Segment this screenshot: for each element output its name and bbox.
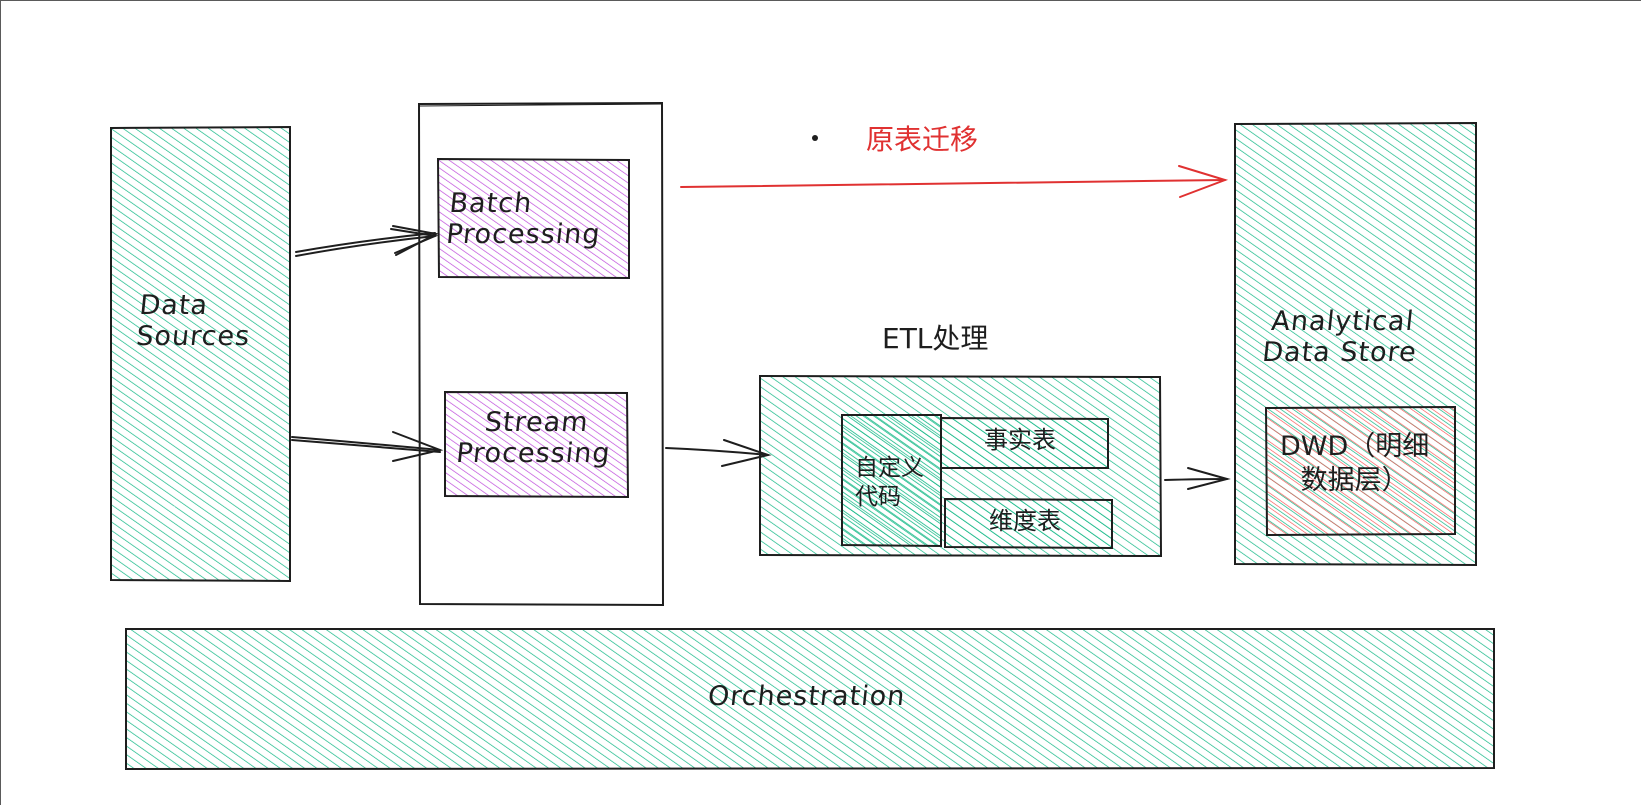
arrow-sources-to-batch [295,225,440,257]
batch-processing-label: Batch Processing [444,188,603,251]
arrow-sources-to-stream [291,431,444,462]
arrow-processing-to-etl [665,439,772,467]
custom-code-box [841,414,942,548]
arrow-migration [680,165,1229,198]
bullet-dot [812,135,818,141]
orchestration-label: Orchestration [706,681,907,712]
stream-processing-box [444,390,630,499]
custom-code-label: 自定义 代码 [855,455,924,510]
batch-processing-box [436,157,630,280]
migration-label: 原表迁移 [866,123,979,156]
data-sources-box [110,125,291,583]
data-sources-label: Data Sources [134,290,252,353]
dimension-table-label: 维度表 [989,507,1061,535]
processing-container [417,101,665,607]
etl-title: ETL处理 [882,322,989,355]
dwd-layer-box [1264,405,1456,537]
analytical-store-label: Analytical Data Store [1260,306,1419,369]
dwd-layer-label: DWD（明细 数据层） [1280,431,1430,496]
stream-processing-label: Stream Processing [454,407,613,470]
fact-table-label: 事实表 [984,426,1056,454]
fact-table-box [940,416,1109,469]
dimension-table-box [944,497,1113,550]
orchestration-box [125,628,1495,771]
arrow-etl-to-store [1164,467,1231,490]
